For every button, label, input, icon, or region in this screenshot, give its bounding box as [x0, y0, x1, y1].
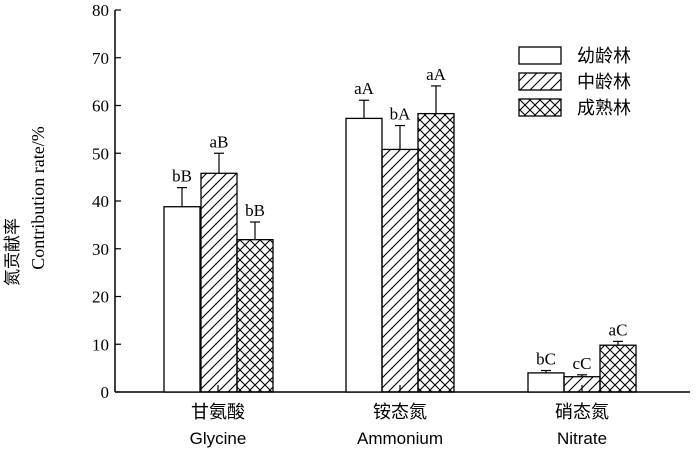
bar [381, 148, 419, 393]
significance-label: aC [609, 320, 628, 339]
y-axis-title: 氮贡献率 Contribution rate/% [3, 126, 48, 286]
x-category-label-cn: 硝态氮 [555, 402, 609, 423]
y-tick-label: 40 [92, 192, 109, 211]
bar [563, 376, 601, 393]
significance-label: bC [536, 350, 556, 369]
x-category-label-en: Nitrate [557, 429, 607, 448]
y-tick-label: 70 [92, 49, 109, 68]
y-tick-label: 60 [92, 97, 109, 116]
significance-label: aB [210, 132, 229, 151]
y-tick-label: 80 [92, 1, 109, 20]
bar [236, 239, 274, 393]
y-axis-label-en: Contribution rate/% [28, 126, 48, 269]
legend-label: 幼龄林 [577, 46, 631, 67]
legend-swatch [518, 72, 562, 91]
significance-label: aA [426, 65, 447, 84]
x-category-label-en: Glycine [190, 429, 247, 448]
significance-label: aA [354, 79, 375, 98]
bar [200, 172, 238, 393]
x-axis-labels: 甘氨酸 铵态氮 硝态氮 Glycine Ammonium Nitrate [190, 402, 609, 448]
significance-label: bB [172, 167, 192, 186]
significance-label: cC [573, 354, 592, 373]
bar [599, 344, 637, 393]
x-category-label-en: Ammonium [357, 429, 443, 448]
legend-swatch [518, 98, 562, 117]
legend-label: 中龄林 [577, 72, 631, 93]
legend-swatch [518, 46, 562, 65]
y-axis-label-cn: 氮贡献率 [3, 218, 23, 286]
significance-label: bB [245, 201, 265, 220]
significance-label: bA [390, 105, 412, 124]
y-tick-label: 30 [92, 240, 109, 259]
bar [417, 112, 455, 393]
bar [345, 117, 383, 393]
y-tick-label: 10 [92, 335, 109, 354]
bar [163, 206, 201, 393]
y-tick-label: 50 [92, 144, 109, 163]
y-tick-label: 0 [101, 383, 110, 402]
bar [527, 372, 565, 393]
y-tick-label: 20 [92, 288, 109, 307]
axes: 0 10 20 30 40 50 60 70 80 [92, 1, 690, 402]
legend-label: 成熟林 [577, 98, 631, 119]
x-category-label-cn: 铵态氮 [373, 402, 427, 423]
bars: bB aA bC aB bA cC bB aA aC [163, 65, 637, 393]
x-category-label-cn: 甘氨酸 [191, 402, 245, 423]
